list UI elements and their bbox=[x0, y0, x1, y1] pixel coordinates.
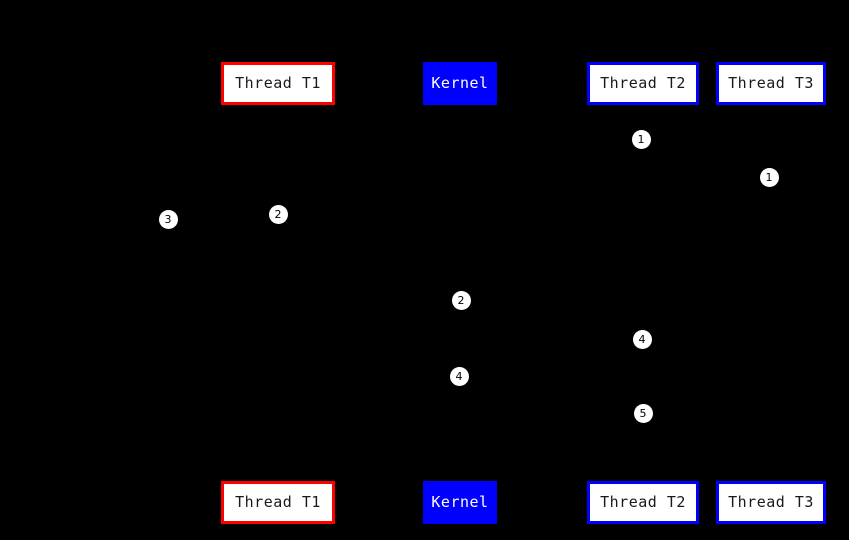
participant-label-t3-bottom: Thread T3 bbox=[728, 493, 814, 511]
badge-4-kernel: 4 bbox=[449, 366, 469, 386]
step-badge-label: 2 bbox=[457, 293, 465, 307]
participant-label-t3-top: Thread T3 bbox=[728, 74, 814, 92]
lifeline-t3 bbox=[771, 104, 772, 481]
badge-4-t2: 4 bbox=[632, 329, 652, 349]
participant-label-t2-top: Thread T2 bbox=[600, 74, 686, 92]
participant-label-kernel-top: Kernel bbox=[431, 74, 489, 92]
step-badge-label: 2 bbox=[274, 207, 282, 221]
participant-box-t1-bottom[interactable]: Thread T1 bbox=[221, 481, 335, 524]
message-2 bbox=[460, 177, 771, 178]
participant-label-t1-bottom: Thread T1 bbox=[235, 493, 321, 511]
message-6 bbox=[278, 376, 460, 377]
participant-box-t3-bottom[interactable]: Thread T3 bbox=[716, 481, 826, 524]
message-3 bbox=[168, 214, 460, 215]
badge-1-t3: 1 bbox=[759, 167, 779, 187]
participant-label-kernel-bottom: Kernel bbox=[431, 493, 489, 511]
participant-label-t1-top: Thread T1 bbox=[235, 74, 321, 92]
step-badge-label: 4 bbox=[455, 369, 463, 383]
message-4 bbox=[278, 300, 460, 301]
badge-2-kernel-left: 2 bbox=[268, 204, 288, 224]
participant-box-t3-top[interactable]: Thread T3 bbox=[716, 62, 826, 105]
step-badge-label: 4 bbox=[638, 332, 646, 346]
lifeline-t1 bbox=[278, 105, 279, 481]
step-badge-label: 5 bbox=[639, 406, 647, 420]
participant-box-kernel-top[interactable]: Kernel bbox=[423, 62, 497, 105]
participant-box-t2-bottom[interactable]: Thread T2 bbox=[587, 481, 699, 524]
step-badge-label: 1 bbox=[637, 132, 645, 146]
badge-1-t2: 1 bbox=[631, 129, 651, 149]
step-badge-label: 1 bbox=[765, 170, 773, 184]
lifeline-t2 bbox=[643, 104, 644, 481]
badge-2-kernel: 2 bbox=[451, 290, 471, 310]
step-badge-label: 3 bbox=[164, 212, 172, 226]
participant-label-t2-bottom: Thread T2 bbox=[600, 493, 686, 511]
participant-box-t1-top[interactable]: Thread T1 bbox=[221, 62, 335, 105]
message-5 bbox=[460, 339, 643, 340]
message-1 bbox=[460, 139, 643, 140]
participant-box-t2-top[interactable]: Thread T2 bbox=[587, 62, 699, 105]
badge-5-t2: 5 bbox=[633, 403, 653, 423]
participant-box-kernel-bottom[interactable]: Kernel bbox=[423, 481, 497, 524]
message-7 bbox=[460, 413, 643, 414]
badge-3-t1: 3 bbox=[158, 209, 178, 229]
